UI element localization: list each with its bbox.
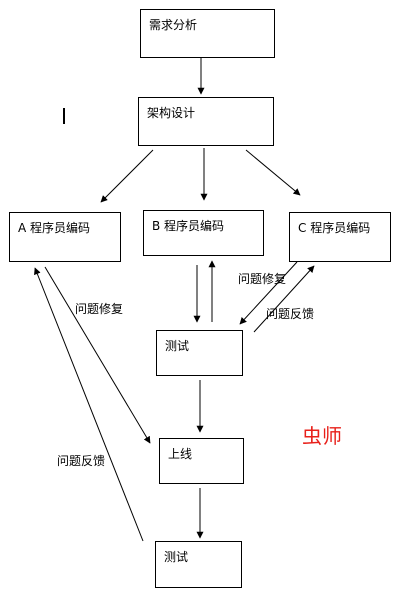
arrow-test-to-coder-c: [253, 265, 315, 333]
watermark-text: 虫师: [302, 424, 342, 448]
node-test-1: 测试: [156, 330, 243, 376]
edge-label-feedback-c: 问题反馈: [266, 307, 315, 321]
node-requirements: 需求分析: [140, 9, 275, 58]
arrow-architecture-to-coder-c: [245, 149, 301, 196]
arrow-coder-c-to-test: [239, 261, 298, 325]
node-coder-b-label: B 程序员编码: [152, 219, 225, 233]
node-test-1-label: 测试: [165, 339, 190, 353]
edge-label-feedback-a: 问题反馈: [57, 454, 106, 468]
node-release: 上线: [159, 438, 244, 484]
node-test-2: 测试: [155, 541, 242, 588]
node-test-2-label: 测试: [164, 550, 189, 564]
edge-label-fix-a: 问题修复: [75, 302, 124, 316]
node-coder-c: C 程序员编码: [289, 212, 391, 262]
node-release-label: 上线: [168, 447, 193, 461]
node-coder-a: A 程序员编码: [9, 212, 121, 262]
edge-label-fix-c: 问题修复: [238, 272, 287, 286]
arrow-architecture-to-coder-a: [100, 149, 154, 203]
arrow-test-to-coder-a: [34, 267, 144, 542]
node-architecture: 架构设计: [138, 97, 274, 146]
node-coder-a-label: A 程序员编码: [18, 221, 91, 235]
node-architecture-label: 架构设计: [147, 106, 196, 120]
node-coder-b: B 程序员编码: [143, 210, 264, 256]
text-cursor-mark: [63, 108, 65, 124]
node-requirements-label: 需求分析: [149, 18, 198, 32]
node-coder-c-label: C 程序员编码: [298, 221, 371, 235]
arrow-coder-a-to-release: [44, 266, 151, 444]
